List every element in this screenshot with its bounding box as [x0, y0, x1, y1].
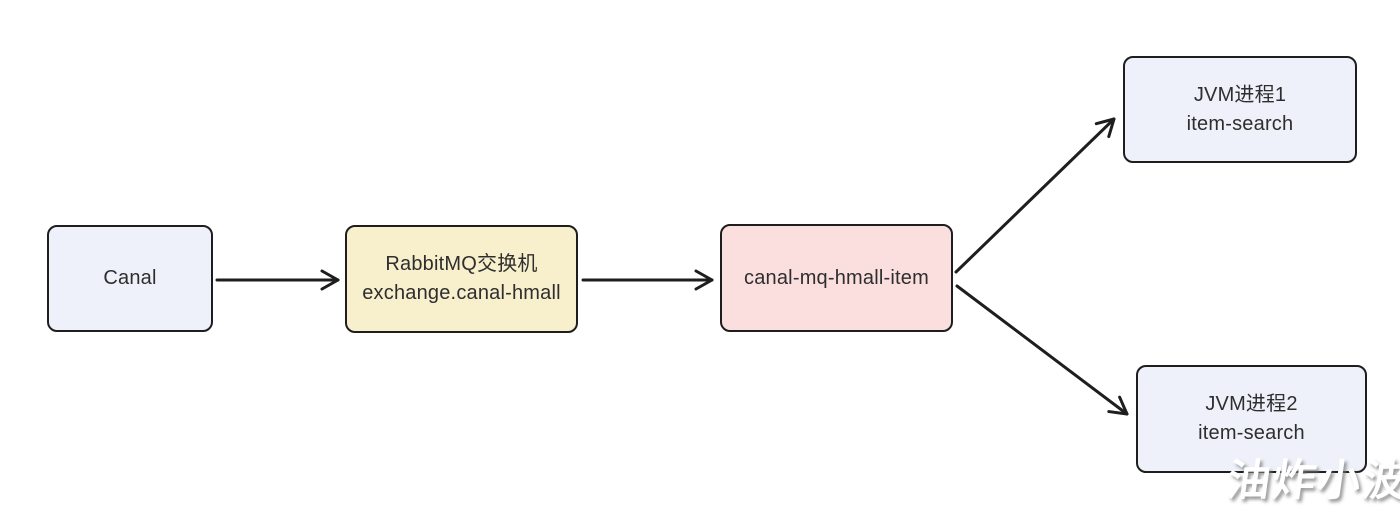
node-queue-label: canal-mq-hmall-item	[744, 266, 929, 289]
arrow-queue-to-jvm2	[955, 284, 1129, 416]
arrow-queue-to-jvm1	[954, 117, 1116, 274]
node-jvm1-title: JVM进程1	[1193, 83, 1287, 106]
node-jvm1-service: item-search	[1186, 112, 1294, 135]
node-rabbitmq-exchange-title: RabbitMQ交换机	[385, 253, 538, 275]
node-jvm2-title: JVM进程2	[1205, 393, 1298, 415]
node-jvm-process-2: JVM进程2 item-search	[1136, 365, 1367, 473]
node-canal-label: Canal	[103, 267, 157, 289]
node-jvm2-service: item-search	[1198, 422, 1305, 444]
node-rabbitmq-exchange-name: exchange.canal-hmall	[362, 282, 561, 304]
node-queue-canal-mq-hmall-item: canal-mq-hmall-item	[720, 224, 953, 332]
node-jvm-process-1: JVM进程1 item-search	[1123, 56, 1357, 163]
node-rabbitmq-exchange: RabbitMQ交换机 exchange.canal-hmall	[345, 225, 578, 333]
node-canal: Canal	[47, 225, 213, 332]
